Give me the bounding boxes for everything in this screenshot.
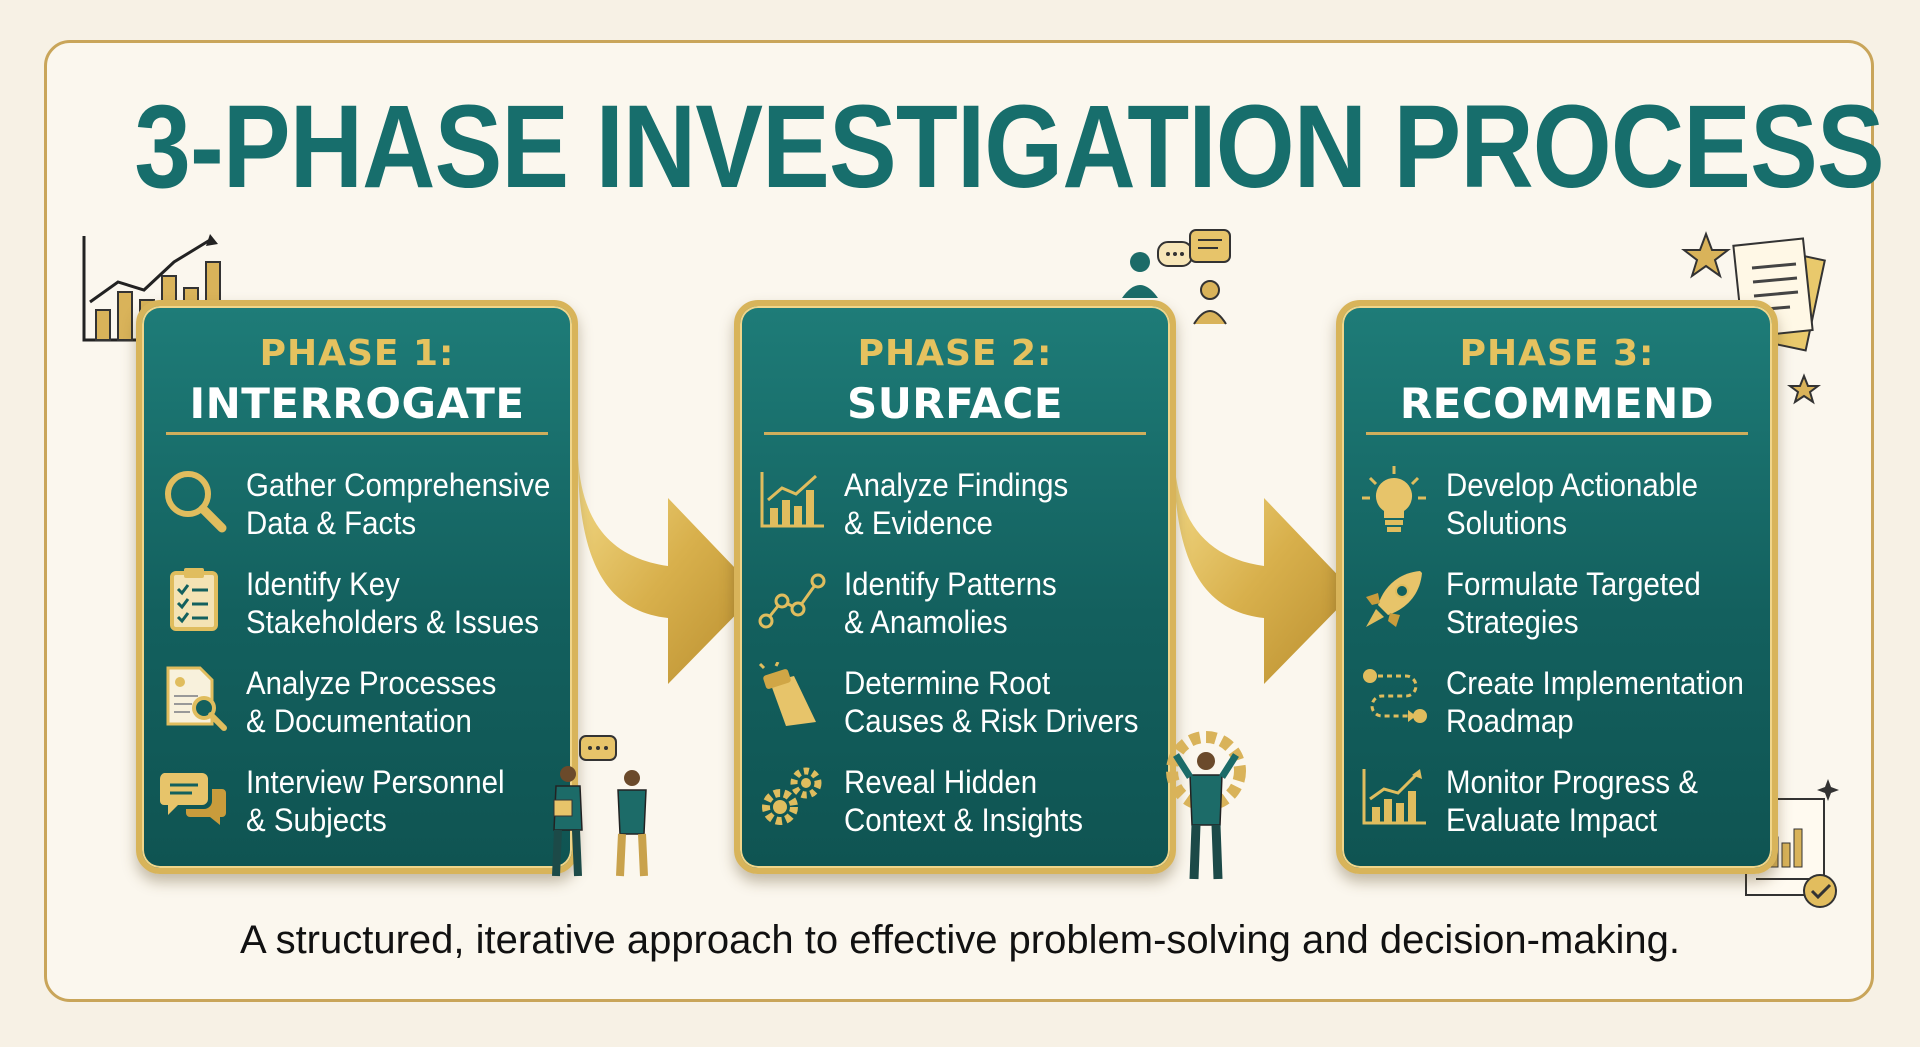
item-line-2: & Anamolies [844,604,1008,640]
speech-bubbles-icon [159,773,226,825]
item-line-2: & Subjects [246,802,387,838]
item-line-1: Determine Root [844,665,1051,701]
person-gear-icon [1166,731,1246,880]
phase-number: PHASE 2: [857,333,1053,374]
list-item: Identify Patterns & Anamolies [756,563,1164,662]
item-line-1: Create Implementation [1446,665,1744,701]
item-line-1: Analyze Processes [246,665,497,701]
people-chat-icon [1122,229,1231,325]
rocket-icon [1366,571,1422,627]
item-line-2: Context & Insights [844,802,1083,838]
phase-number: PHASE 3: [1459,333,1655,374]
magnifier-icon [165,471,227,533]
phase-2-card: PHASE 2: SURFACE Analyze Findings & Evid… [734,300,1176,874]
spotlight-icon [758,662,816,726]
item-line-1: Develop Actionable [1446,467,1699,503]
item-line-1: Formulate Targeted [1446,566,1701,602]
item-line-2: Strategies [1446,604,1579,640]
phase-name: RECOMMEND [1399,379,1715,428]
list-item: Determine Root Causes & Risk Drivers [756,662,1164,761]
list-item: Develop Actionable Solutions [1358,464,1766,563]
clipboard-checklist-icon [170,568,218,631]
item-line-1: Identify Key [246,566,400,602]
phase-name: SURFACE [846,379,1064,428]
arrow-phase2-to-phase3-icon [1174,458,1354,684]
list-item: Monitor Progress & Evaluate Impact [1358,761,1766,860]
item-line-2: Stakeholders & Issues [246,604,539,640]
item-line-2: Data & Facts [246,505,417,541]
divider [1366,432,1748,435]
list-item: Interview Personnel & Subjects [158,761,566,860]
item-line-1: Reveal Hidden [844,764,1038,800]
list-item: Reveal Hidden Context & Insights [756,761,1164,860]
page-title: 3-PHASE INVESTIGATION PROCESS [134,81,1884,213]
document-stars-icon [1681,231,1826,405]
item-line-1: Identify Patterns [844,566,1057,602]
item-line-1: Monitor Progress & [1446,764,1698,800]
list-item: Analyze Findings & Evidence [756,464,1164,563]
item-line-2: Solutions [1446,505,1568,541]
item-line-1: Analyze Findings [844,467,1069,503]
item-line-2: Roadmap [1446,703,1574,739]
document-search-icon [166,666,227,731]
list-item: Formulate Targeted Strategies [1358,563,1766,662]
item-line-1: Interview Personnel [246,764,505,800]
item-line-2: & Documentation [246,703,472,739]
phase-1-card: PHASE 1: INTERROGATE Gather Comprehensiv… [136,300,578,874]
list-item: Identify Key Stakeholders & Issues [158,563,566,662]
item-line-2: & Evidence [844,505,993,541]
list-item: Analyze Processes & Documentation [158,662,566,761]
phase-name: INTERROGATE [189,379,525,428]
list-item: Create Implementation Roadmap [1358,662,1766,761]
interview-people-icon [552,735,648,877]
roadmap-path-icon [1363,669,1427,723]
gears-icon [762,767,822,825]
list-item: Gather Comprehensive Data & Facts [158,464,566,563]
phase-number: PHASE 1: [259,333,455,374]
divider [764,432,1146,435]
item-line-2: Causes & Risk Drivers [844,703,1139,739]
footer-caption: A structured, iterative approach to effe… [239,918,1681,962]
growth-chart-icon [1362,769,1426,825]
line-graph-icon [758,573,826,629]
divider [166,432,548,435]
lightbulb-icon [1362,466,1426,532]
item-line-1: Gather Comprehensive [246,467,551,503]
item-line-2: Evaluate Impact [1446,802,1658,838]
phase-3-card: PHASE 3: RECOMMEND Develop Actionable So… [1336,300,1778,874]
arrow-phase1-to-phase2-icon [578,458,758,684]
bar-chart-icon [760,472,824,528]
